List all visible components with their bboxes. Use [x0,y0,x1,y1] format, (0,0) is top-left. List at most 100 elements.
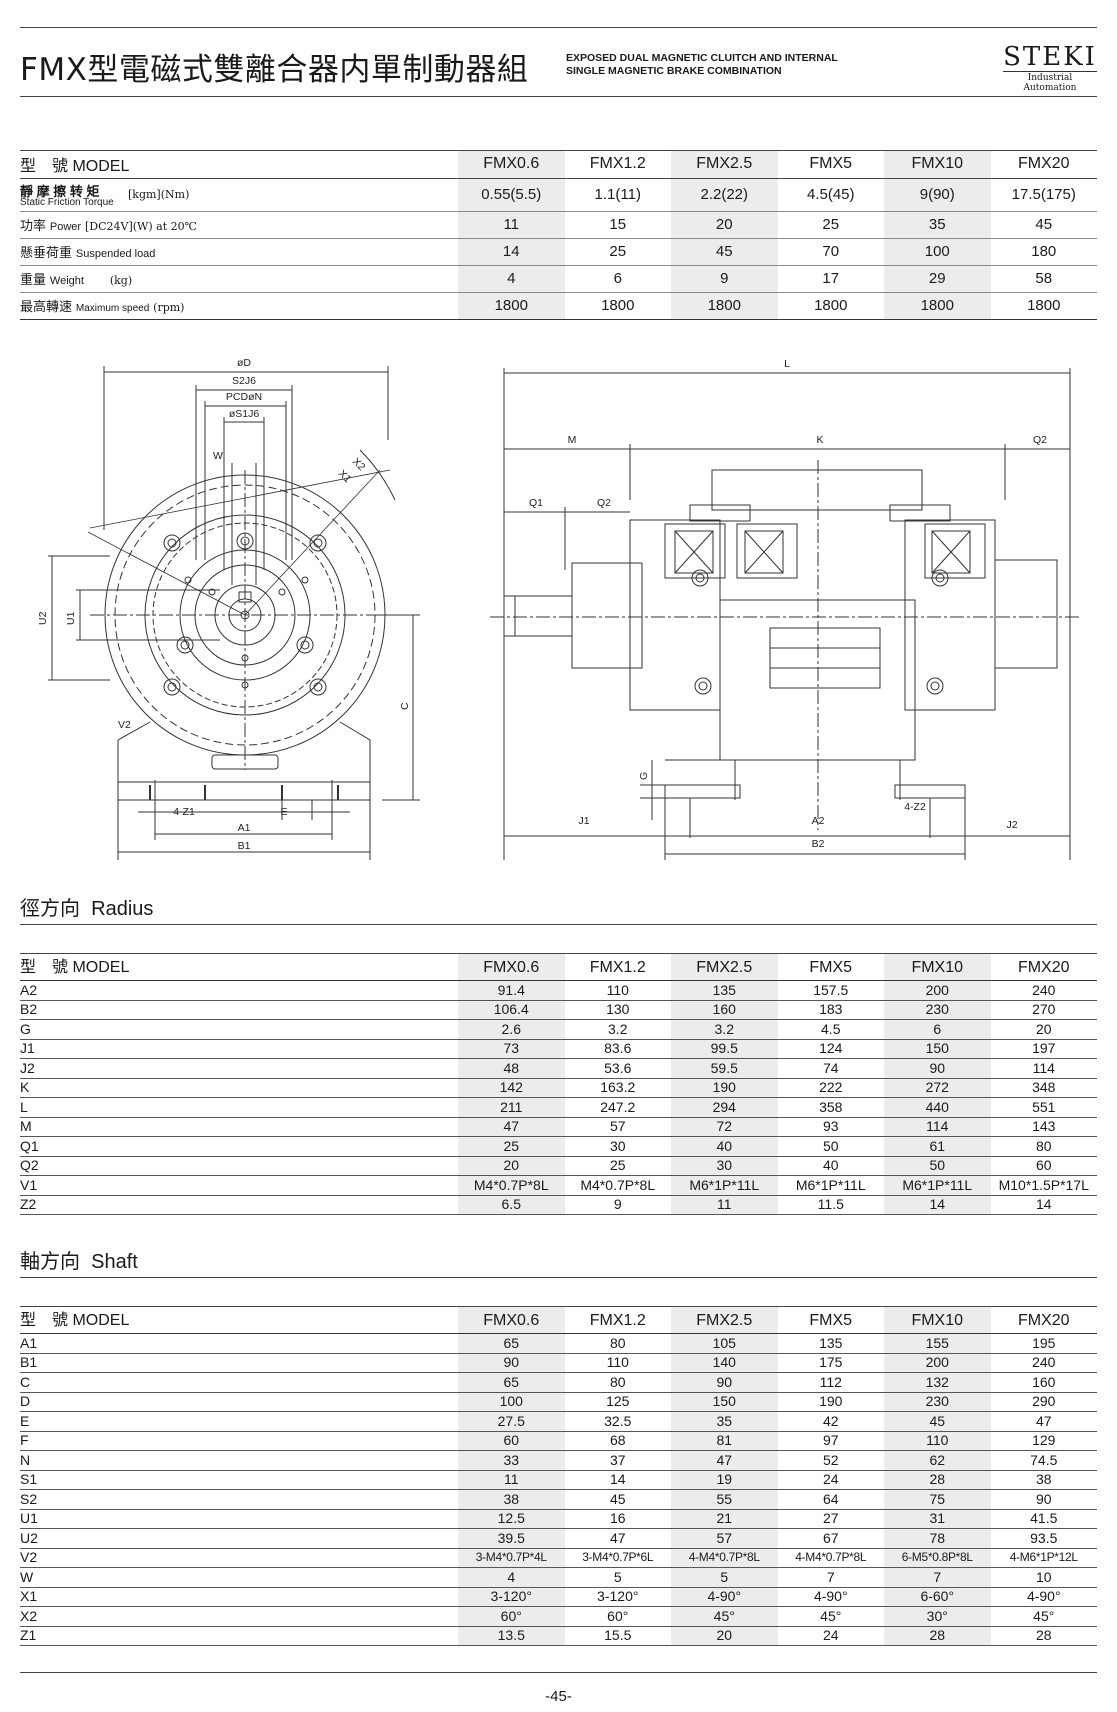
table-cell: 551 [990,1097,1097,1118]
table-cell: 20 [671,1626,778,1646]
model-label: 型 號 MODEL [20,1307,458,1334]
logo-brand: STEKI [1003,42,1097,72]
spec-cell: 4 [458,265,565,293]
model-label: 型 號 MODEL [20,954,458,981]
spec-cell: 45 [671,238,778,266]
table-cell: 4-M4*0.7P*8L [671,1548,778,1568]
table-cell: 11 [671,1195,778,1215]
dim-label: 4-Z1 [173,806,195,818]
table-cell: 183 [777,1000,884,1020]
spec-cell: 1.1(11) [564,178,671,212]
dim-label: U1 [65,611,77,625]
table-cell: 3-M4*0.7P*6L [564,1548,671,1568]
dim-label: Q2 [1033,434,1047,446]
dim-label: E [280,806,287,818]
table-cell: 11 [458,1470,565,1490]
spec-top-rule [20,150,1097,151]
spec-row-weight: 重量 Weight (kg) 4 6 9 17 29 58 [20,265,1097,293]
dim-label: M [568,434,577,446]
subtitle-line-2: SINGLE MAGNETIC BRAKE COMBINATION [566,65,782,77]
table-cell: 24 [777,1470,884,1490]
table-cell: 222 [777,1078,884,1098]
model-header: FMX5 [777,1307,884,1334]
table-cell: 112 [777,1372,884,1393]
spec-cell: 25 [777,211,884,239]
table-cell: 27.5 [458,1411,565,1432]
side-view-labels: L M K Q2 Q1 Q2 G J1 A2 4-Z2 J2 B2 [529,358,1047,850]
table-cell: 114 [990,1058,1097,1079]
radius-title-rule [20,924,1097,925]
dim-label: øS1J6 [229,408,260,420]
table-cell: 440 [884,1097,991,1118]
spec-cell: 100 [884,238,991,266]
table-cell: 4-M4*0.7P*8L [777,1548,884,1568]
table-cell: 3-120° [458,1587,565,1607]
spec-cell: 20 [671,211,778,239]
table-cell: 4-90° [777,1587,884,1607]
table-cell: 55 [671,1489,778,1510]
table-cell: 110 [564,1353,671,1373]
model-header: FMX2.5 [671,954,778,981]
table-cell: 21 [671,1509,778,1529]
spec-row-torque: 靜 摩 擦 转 矩 Static Friction Torque [kgm](N… [20,178,1097,212]
spec-row-label: 重量 Weight (kg) [20,265,458,293]
table-cell: 200 [884,980,991,1001]
spec-cell: 25 [564,238,671,266]
model-header: FMX10 [884,1307,991,1334]
table-cell: 3.2 [564,1019,671,1040]
table-cell: M4*0.7P*8L [564,1175,671,1196]
table-cell: 74 [777,1058,884,1079]
dim-label: X1 [336,468,354,486]
table-cell: 40 [671,1136,778,1157]
spec-row-label: 最高轉速 Maximum speed (rpm) [20,292,458,320]
spec-row-label: 靜 摩 擦 转 矩 Static Friction Torque [kgm](N… [20,178,458,212]
dim-label: V2 [118,719,131,731]
spec-cell: 29 [884,265,991,293]
table-cell: M6*1P*11L [671,1175,778,1196]
dim-label: K [816,434,823,446]
table-cell: 30 [671,1156,778,1176]
spec-cell: 0.55(5.5) [458,178,565,212]
table-cell: 75 [884,1489,991,1510]
dim-label: B1 [238,840,251,852]
table-cell: 195 [990,1333,1097,1354]
table-cell: 68 [564,1431,671,1451]
table-cell: 247.2 [564,1097,671,1118]
spec-row-suspended-load: 懸垂荷重 Suspended load 14 25 45 70 100 180 [20,238,1097,266]
table-cell: 57 [671,1528,778,1549]
dim-label: G [638,772,650,780]
row-label: N [20,1450,458,1471]
table-cell: 125 [564,1392,671,1412]
table-cell: 99.5 [671,1039,778,1059]
table-cell: 142 [458,1078,565,1098]
table-cell: 25 [458,1136,565,1157]
table-cell: 83.6 [564,1039,671,1059]
table-cell: 35 [671,1411,778,1432]
spec-cell: 9(90) [884,178,991,212]
row-label: J2 [20,1058,458,1079]
table-cell: 38 [990,1470,1097,1490]
table-cell: 9 [564,1195,671,1215]
table-cell: 48 [458,1058,565,1079]
spec-cell: 1800 [458,292,565,320]
spec-cell: 11 [458,211,565,239]
row-label: J1 [20,1039,458,1059]
spec-cell: 17 [777,265,884,293]
table-cell: 124 [777,1039,884,1059]
table-cell: 65 [458,1333,565,1354]
radius-table-top-rule [20,953,1097,954]
table-cell: 45 [564,1489,671,1510]
